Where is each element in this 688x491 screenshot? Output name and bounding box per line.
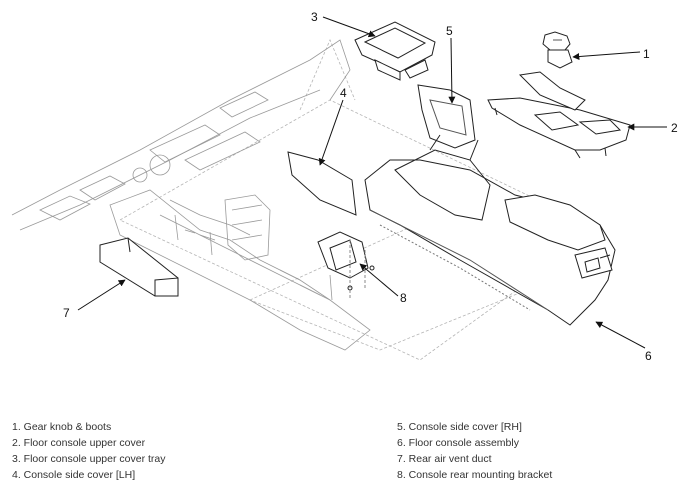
upper-cover-tray-part xyxy=(354,21,436,81)
callout-leaders xyxy=(77,16,667,349)
legend-item: 1. Gear knob & boots xyxy=(12,421,112,433)
callout-8: 8 xyxy=(400,291,407,305)
legend-item: 3. Floor console upper cover tray xyxy=(12,453,166,465)
vehicle-floor-structure xyxy=(11,39,371,351)
callout-2: 2 xyxy=(671,121,678,135)
legend-item: 4. Console side cover [LH] xyxy=(12,469,136,481)
legend-item: 5. Console side cover [RH] xyxy=(397,421,522,433)
exploded-parts-diagram: 3 1 2 5 4 6 7 8 xyxy=(11,10,678,363)
parts-legend-left: 1. Gear knob & boots 2. Floor console up… xyxy=(12,419,166,483)
legend-item: 2. Floor console upper cover xyxy=(12,437,146,449)
console-side-cover-lh-part xyxy=(287,151,357,216)
floor-console-upper-cover-part xyxy=(487,71,631,159)
console-side-cover-rh-part xyxy=(417,84,476,149)
rear-air-vent-duct-part xyxy=(99,237,179,297)
callout-7: 7 xyxy=(63,306,70,320)
callout-3: 3 xyxy=(311,10,318,24)
callout-6: 6 xyxy=(645,349,652,363)
callout-5: 5 xyxy=(446,24,453,38)
console-rear-mounting-bracket-part xyxy=(317,231,375,300)
callout-4: 4 xyxy=(340,86,347,100)
parts-legend-right: 5. Console side cover [RH] 6. Floor cons… xyxy=(397,419,552,483)
callout-1: 1 xyxy=(643,47,650,61)
legend-item: 6. Floor console assembly xyxy=(397,437,519,449)
legend-item: 7. Rear air vent duct xyxy=(397,453,492,465)
floor-console-assembly-part xyxy=(364,134,616,326)
legend-item: 8. Console rear mounting bracket xyxy=(397,469,553,481)
gear-knob-boots-part xyxy=(542,31,573,69)
